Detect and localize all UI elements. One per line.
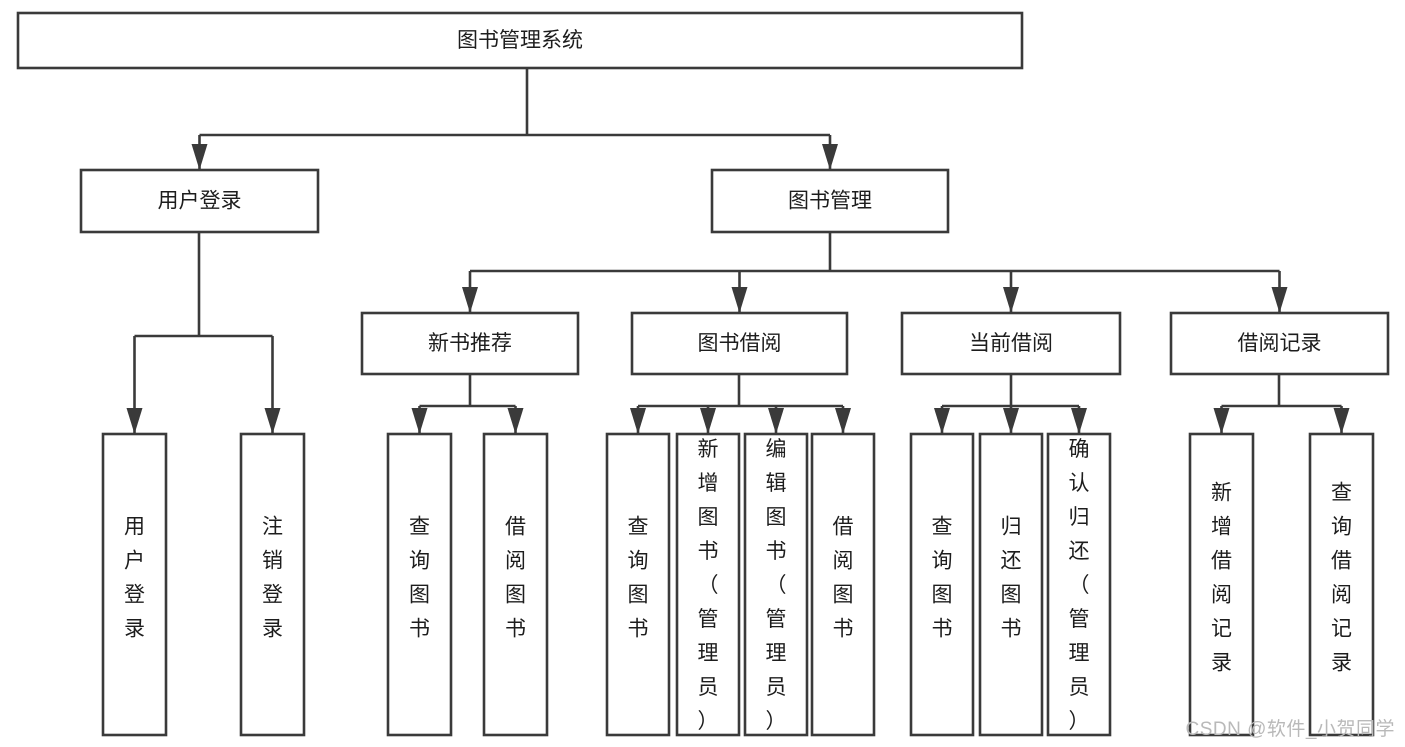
arrow-head-icon-bb-edit-book <box>768 408 784 434</box>
watermark-text: CSDN @软件_小贺同学 <box>1185 719 1395 740</box>
arrow-head-icon-br-add-record <box>1213 408 1230 434</box>
node-book-manage[interactable]: 图书管理 <box>710 168 950 234</box>
nodes-layer: 图书管理系统用户登录用户登录注销登录图书管理新书推荐查询图书借阅图书图书借阅查询… <box>16 11 1390 737</box>
node-box-nbr-borrow-book <box>482 432 549 737</box>
node-label-current-borrow: 当前借阅 <box>969 332 1053 355</box>
node-bb-edit-book[interactable]: 编辑图书（管理员） <box>743 432 809 737</box>
node-label-borrow-record: 借阅记录 <box>1238 332 1322 355</box>
arrow-head-icon-cb-query-book <box>934 408 950 434</box>
node-root[interactable]: 图书管理系统 <box>16 11 1024 70</box>
node-box-bb-edit-book <box>743 432 809 737</box>
arrow-head-icon-user-logout-leaf <box>264 408 281 434</box>
node-br-query-record[interactable]: 查询借阅记录 <box>1308 432 1375 737</box>
node-borrow-record[interactable]: 借阅记录 <box>1169 311 1390 376</box>
arrow-head-icon-nbr-borrow-book <box>507 408 524 434</box>
node-cb-return-book[interactable]: 归还图书 <box>978 432 1044 737</box>
node-label-book-manage: 图书管理 <box>788 190 872 213</box>
node-box-root <box>16 11 1024 70</box>
node-label-user-login: 用户登录 <box>158 190 242 213</box>
arrow-head-icon-book-manage <box>822 144 838 170</box>
node-label-bb-edit-book: 编辑图书（管理员） <box>766 438 787 733</box>
arrow-head-icon-user-login <box>191 144 208 170</box>
arrow-head-icon-borrow-record <box>1271 287 1288 313</box>
node-user-login[interactable]: 用户登录 <box>79 168 320 234</box>
connectors-layer <box>126 68 1350 434</box>
node-label-br-add-record: 新增借阅记录 <box>1211 482 1232 675</box>
node-user-login-leaf[interactable]: 用户登录 <box>101 432 168 737</box>
node-box-cb-return-book <box>978 432 1044 737</box>
arrow-head-icon-cb-return-book <box>1003 408 1019 434</box>
node-label-bb-query-book: 查询图书 <box>628 516 649 641</box>
node-box-bb-borrow-book <box>810 432 876 737</box>
node-label-cb-confirm-return: 确认归还（管理员） <box>1069 438 1090 733</box>
node-label-new-book-rec: 新书推荐 <box>428 332 512 355</box>
node-label-br-query-record: 查询借阅记录 <box>1331 482 1352 675</box>
node-box-br-add-record <box>1188 432 1255 737</box>
arrow-head-icon-bb-add-book <box>700 408 716 434</box>
node-label-user-logout-leaf: 注销登录 <box>262 516 283 641</box>
node-box-nbr-query-book <box>386 432 453 737</box>
node-box-cb-query-book <box>909 432 975 737</box>
node-label-book-borrow: 图书借阅 <box>698 332 782 355</box>
node-label-cb-return-book: 归还图书 <box>1001 516 1022 641</box>
arrow-head-icon-new-book-rec <box>462 287 478 313</box>
node-bb-borrow-book[interactable]: 借阅图书 <box>810 432 876 737</box>
node-nbr-query-book[interactable]: 查询图书 <box>386 432 453 737</box>
node-nbr-borrow-book[interactable]: 借阅图书 <box>482 432 549 737</box>
node-br-add-record[interactable]: 新增借阅记录 <box>1188 432 1255 737</box>
arrow-head-icon-user-login-leaf <box>126 408 143 434</box>
node-box-user-login <box>79 168 320 234</box>
node-box-borrow-record <box>1169 311 1390 376</box>
node-label-cb-query-book: 查询图书 <box>932 516 953 641</box>
node-box-user-logout-leaf <box>239 432 306 737</box>
node-bb-query-book[interactable]: 查询图书 <box>605 432 671 737</box>
node-box-book-borrow <box>630 311 849 376</box>
node-label-bb-borrow-book: 借阅图书 <box>833 516 854 641</box>
arrow-head-icon-cb-confirm-return <box>1071 408 1087 434</box>
node-label-root: 图书管理系统 <box>457 29 583 52</box>
node-box-new-book-rec <box>360 311 580 376</box>
node-box-bb-add-book <box>675 432 741 737</box>
node-new-book-rec[interactable]: 新书推荐 <box>360 311 580 376</box>
arrow-head-icon-current-borrow <box>1003 287 1019 313</box>
arrow-head-icon-bb-borrow-book <box>835 408 851 434</box>
node-box-book-manage <box>710 168 950 234</box>
node-cb-query-book[interactable]: 查询图书 <box>909 432 975 737</box>
node-box-br-query-record <box>1308 432 1375 737</box>
arrow-head-icon-br-query-record <box>1333 408 1350 434</box>
node-user-logout-leaf[interactable]: 注销登录 <box>239 432 306 737</box>
node-current-borrow[interactable]: 当前借阅 <box>900 311 1122 376</box>
node-box-current-borrow <box>900 311 1122 376</box>
node-cb-confirm-return[interactable]: 确认归还（管理员） <box>1046 432 1112 737</box>
node-label-bb-add-book: 新增图书（管理员） <box>698 438 719 733</box>
node-bb-add-book[interactable]: 新增图书（管理员） <box>675 432 741 737</box>
node-label-nbr-borrow-book: 借阅图书 <box>505 516 526 641</box>
node-label-nbr-query-book: 查询图书 <box>409 516 430 641</box>
node-book-borrow[interactable]: 图书借阅 <box>630 311 849 376</box>
node-box-cb-confirm-return <box>1046 432 1112 737</box>
node-label-user-login-leaf: 用户登录 <box>124 516 145 641</box>
arrow-head-icon-book-borrow <box>731 287 748 313</box>
node-box-user-login-leaf <box>101 432 168 737</box>
node-box-bb-query-book <box>605 432 671 737</box>
arrow-head-icon-nbr-query-book <box>411 408 428 434</box>
arrow-head-icon-bb-query-book <box>630 408 646 434</box>
